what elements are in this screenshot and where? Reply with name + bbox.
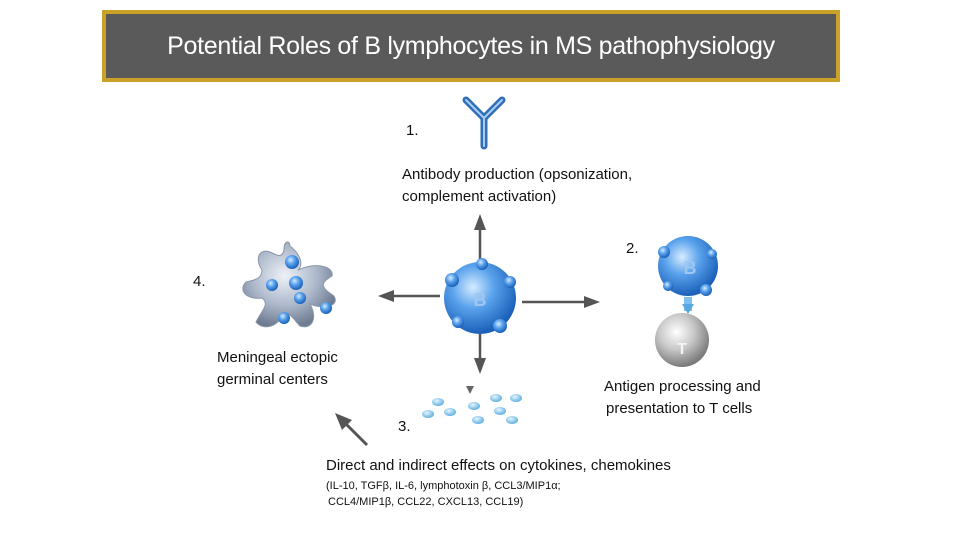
role-4-line1: Meningeal ectopic [217, 349, 338, 366]
role-3-number: 3. [398, 418, 411, 435]
role-3-detail2: CCL4/MIP1β, CCL22, CXCL13, CCL19) [328, 496, 524, 508]
b-cell-icon [444, 258, 516, 334]
arrow-down [474, 334, 486, 374]
cytokine-dots-icon [422, 386, 522, 424]
b-cell-icon [658, 236, 718, 296]
b-t-connector [682, 297, 694, 314]
antibody-icon [462, 96, 506, 150]
role-2-line1: Antigen processing and [604, 378, 761, 395]
role-3-detail1: (IL-10, TGFβ, IL-6, lymphotoxin β, CCL3/… [326, 480, 561, 492]
role-1-line2: complement activation) [402, 188, 557, 205]
t-cell-icon [655, 313, 709, 367]
center-b-letter: B [474, 290, 487, 310]
role-1-number: 1. [406, 122, 419, 139]
arrow-right [522, 296, 600, 308]
role-2-line2: presentation to T cells [606, 400, 753, 417]
dendritic-cell-icon [242, 241, 336, 328]
role-4-line2: germinal centers [217, 371, 328, 388]
arrow-diagonal [335, 413, 369, 447]
b-cell-2-letter: B [684, 258, 697, 278]
role-1-line1: Antibody production (opsonization, [402, 166, 633, 183]
role-3-heading: Direct and indirect effects on cytokines… [326, 457, 671, 474]
t-cell-letter: T [677, 341, 687, 358]
title-banner: Potential Roles of B lymphocytes in MS p… [102, 10, 840, 82]
page-title: Potential Roles of B lymphocytes in MS p… [167, 31, 775, 60]
role-4-number: 4. [193, 273, 206, 290]
role-2-number: 2. [626, 240, 639, 257]
arrow-up [474, 214, 486, 262]
arrow-left [378, 290, 440, 302]
